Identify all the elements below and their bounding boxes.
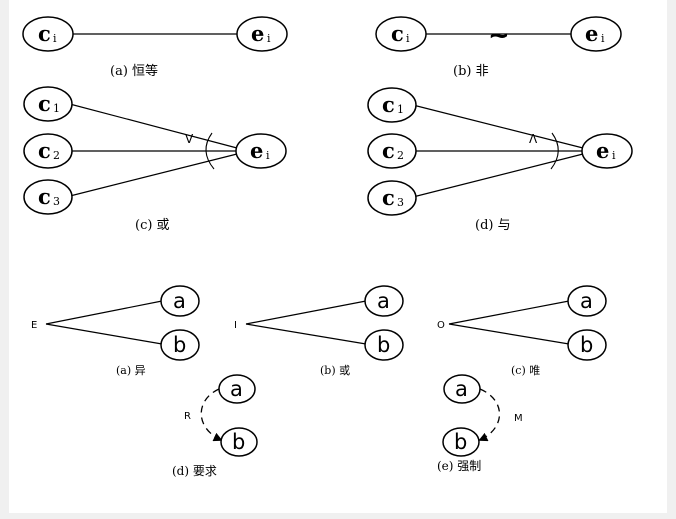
node-c3: [23, 179, 73, 215]
node-ei-subscript: i: [267, 32, 271, 45]
node-c3-label: c: [38, 184, 51, 209]
caption-identity: (a) 恒等: [110, 63, 158, 79]
exclusive-edge-a: [45, 300, 163, 325]
caption-and: (d) 与: [475, 218, 511, 233]
exclusive-edge-b: [45, 323, 163, 345]
node-a: [218, 374, 256, 404]
node-ci-label: c: [38, 21, 51, 46]
logic-relation-diagram: c i e i (a) 恒等 c i e i ~ (b) 非 V c 1 c 2…: [22, 16, 633, 478]
node-c2-subscript: 2: [53, 149, 60, 162]
only-one-letter: O: [437, 320, 445, 331]
node-b-label: b: [232, 430, 245, 454]
node-c3-label: c: [382, 185, 395, 210]
node-a-label: a: [173, 289, 186, 313]
node-c1: [23, 86, 73, 122]
diagram-mandatory: M a b (e) 强制: [437, 374, 523, 473]
diagram-canvas: c i e i (a) 恒等 c i e i ~ (b) 非 V c 1 c 2…: [9, 0, 667, 513]
node-ei-subscript: i: [612, 149, 616, 162]
node-a-label: a: [455, 377, 468, 401]
node-b-label: b: [377, 333, 390, 357]
and-edge-c1: [408, 103, 584, 149]
node-b: [160, 329, 200, 361]
node-b-label: b: [580, 333, 593, 357]
diagram-or: V c 1 c 2 c 3 e i (c) 或: [23, 86, 287, 233]
and-symbol: Λ: [529, 132, 538, 146]
node-c1-label: c: [382, 92, 395, 117]
node-ci: [375, 16, 427, 52]
mandatory-letter: M: [514, 413, 523, 424]
node-c1-label: c: [38, 91, 51, 116]
caption-requires: (d) 要求: [172, 464, 217, 478]
diagram-inclusive: I a b (b) 或: [234, 285, 404, 377]
inclusive-edge-b: [245, 323, 367, 345]
mandatory-dashed-arrow: [478, 388, 501, 442]
node-c1-subscript: 1: [397, 103, 404, 116]
caption-not: (b) 非: [453, 64, 489, 79]
node-ei-subscript: i: [601, 32, 605, 45]
only-one-edge-b: [448, 323, 570, 345]
requires-dashed-arrow: [200, 388, 223, 442]
node-c3-subscript: 3: [53, 195, 60, 208]
node-b: [220, 427, 258, 457]
node-ci: [22, 16, 74, 52]
node-ci-label: c: [391, 21, 404, 46]
inclusive-letter: I: [234, 320, 237, 331]
or-symbol: V: [185, 132, 194, 146]
not-tilde-symbol: ~: [488, 21, 510, 51]
exclusive-letter: E: [31, 320, 37, 331]
node-a: [567, 285, 607, 317]
node-a: [364, 285, 404, 317]
diagram-only-one: O a b (c) 唯: [437, 285, 607, 377]
node-c3: [367, 180, 417, 216]
only-one-edge-a: [448, 300, 570, 325]
caption-exclusive: (a) 异: [116, 364, 146, 377]
node-b: [364, 329, 404, 361]
inclusive-edge-a: [245, 300, 367, 325]
node-ei-subscript: i: [266, 149, 270, 162]
node-b-label: b: [173, 333, 186, 357]
node-ei: [570, 16, 622, 52]
or-arc: [205, 132, 215, 170]
node-a-label: a: [230, 377, 243, 401]
node-c2-label: c: [38, 138, 51, 163]
node-ei-label: e: [585, 21, 598, 46]
node-ci-subscript: i: [53, 32, 57, 45]
node-a-label: a: [377, 289, 390, 313]
node-ci-subscript: i: [406, 32, 410, 45]
node-b: [442, 427, 480, 457]
node-a-label: a: [580, 289, 593, 313]
diagram-requires: R a b (d) 要求: [172, 374, 258, 478]
node-a: [160, 285, 200, 317]
node-ei: [235, 133, 287, 169]
node-c2: [367, 133, 417, 169]
and-arc: [550, 132, 559, 170]
caption-or: (c) 或: [135, 218, 170, 233]
node-ei-label: e: [250, 138, 263, 163]
node-ei-label: e: [251, 21, 264, 46]
requires-letter: R: [184, 411, 191, 422]
node-ei: [236, 16, 288, 52]
caption-mandatory: (e) 强制: [437, 459, 481, 473]
or-edge-c1: [65, 102, 238, 149]
diagram-identity: c i e i (a) 恒等: [22, 16, 288, 79]
caption-inclusive: (b) 或: [320, 364, 350, 377]
node-b: [567, 329, 607, 361]
node-c2-label: c: [382, 138, 395, 163]
caption-only-one: (c) 唯: [511, 364, 540, 377]
diagram-not: c i e i ~ (b) 非: [375, 16, 622, 79]
or-edge-c3: [65, 153, 238, 198]
diagram-exclusive: E a b (a) 异: [31, 285, 200, 377]
node-c2: [23, 133, 73, 169]
node-ei-label: e: [596, 138, 609, 163]
node-c1-subscript: 1: [53, 102, 60, 115]
node-a: [443, 374, 481, 404]
node-c1: [367, 87, 417, 123]
diagram-and: Λ c 1 c 2 c 3 e i (d) 与: [367, 87, 633, 233]
node-c2-subscript: 2: [397, 149, 404, 162]
node-ei: [581, 133, 633, 169]
and-edge-c3: [408, 153, 584, 199]
node-c3-subscript: 3: [397, 196, 404, 209]
node-b-label: b: [454, 430, 467, 454]
